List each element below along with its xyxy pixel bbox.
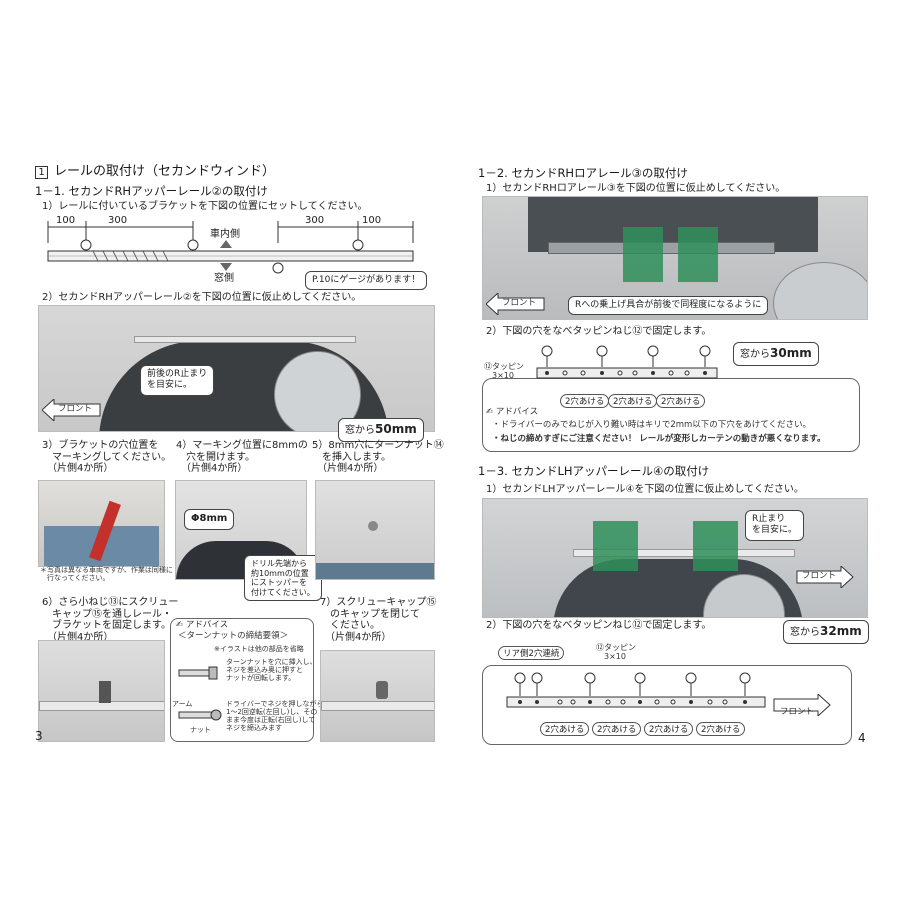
screw-hole-diagram-1 bbox=[536, 345, 718, 379]
dim-300-left: 300 bbox=[108, 215, 128, 226]
window-50mm-callout: 窓から50mm bbox=[338, 418, 424, 442]
section-number: 1 bbox=[35, 166, 48, 179]
rail-bracket-diagram bbox=[47, 221, 414, 274]
dim-100-left: 100 bbox=[56, 215, 76, 226]
arm-label: アーム bbox=[172, 700, 193, 708]
hole-label-2: 2穴あける bbox=[608, 394, 658, 408]
rear-two-hole-label: リア側2穴連続 bbox=[498, 646, 565, 660]
hole-label-5: 2穴あける bbox=[592, 722, 642, 736]
right-step-2-text: 2）下図の穴をなべタッピンねじ⑫で固定します。 bbox=[486, 326, 712, 337]
step-7-text: 7）スクリューキャップ⑮ のキャップを閉じて ください。 （片側4か所） bbox=[320, 597, 437, 643]
magnifier-circle bbox=[274, 351, 361, 431]
cap-photo bbox=[320, 650, 435, 742]
front-label: フロント bbox=[58, 404, 93, 414]
green-tape-2 bbox=[678, 227, 718, 282]
step-1-text: 1）レールに付いているブラケットを下図の位置にセットしてください。 bbox=[42, 201, 368, 212]
photo-note: ＊写真は異なる車両ですが、作業は同様に 行なってください。 bbox=[40, 566, 173, 583]
hole-label-1: 2穴あける bbox=[560, 394, 610, 408]
hole-label-4: 2穴あける bbox=[540, 722, 590, 736]
advice-title: ＜ターンナットの締結要領＞ bbox=[178, 631, 289, 641]
turnnut bbox=[368, 521, 378, 531]
front-arrow-right-2 bbox=[796, 566, 854, 588]
right-step-4-text: 2）下図の穴をなべタッピンねじ⑫で固定します。 bbox=[486, 620, 712, 631]
subsection-title: 1－1. セカンドRHアッパーレール②の取付け bbox=[35, 184, 268, 198]
drill-note: ドリル先端から 約10mmの位置 にストッパーを 付けてください。 bbox=[244, 555, 322, 602]
lh-upper-rail-photo bbox=[482, 498, 868, 618]
page-number-right: 4 bbox=[858, 731, 866, 745]
front-arrow-right-1 bbox=[486, 293, 545, 315]
phi8-callout: Φ8mm bbox=[184, 509, 235, 530]
tapping-label: ⑫タッピン 3×10 bbox=[484, 362, 524, 381]
car-inside-label: 車内側 bbox=[210, 229, 240, 240]
front-arrow-left bbox=[42, 399, 101, 421]
advice-text-1: ・ドライバーのみでねじが入り難い時はキリで2mm以下の下穴をあけてください。 bbox=[492, 420, 812, 430]
tapping-label-2: ⑫タッピン 3×10 bbox=[596, 643, 636, 662]
screw-hole-diagram-2 bbox=[506, 672, 766, 708]
subsection-title-3: 1－3. セカンドLHアッパーレール④の取付け bbox=[478, 464, 710, 478]
page-number-left: 3 bbox=[35, 729, 43, 743]
lower-rail-photo bbox=[482, 196, 868, 320]
right-step-3-text: 1）セカンドLHアッパーレール④を下図の位置に仮止めしてください。 bbox=[486, 484, 804, 495]
window-side-label: 窓側 bbox=[214, 273, 234, 284]
hole-label-6: 2穴あける bbox=[644, 722, 694, 736]
callout-r-stop-2: R止まり を目安に。 bbox=[745, 510, 805, 541]
step-2-text: 2）セカンドRHアッパーレール②を下図の位置に仮止めしてください。 bbox=[42, 292, 362, 303]
step-6-text: 6）さら小ねじ⑬にスクリュー キャップ⑮を通しレール・ ブラケットを固定します。… bbox=[42, 597, 179, 643]
advice-a-text: ターンナットを穴に挿入し、 ネジを差込み奥に押すと ナットが回転します。 bbox=[226, 658, 317, 683]
hole-label-7: 2穴あける bbox=[696, 722, 746, 736]
front-arrow-right-3 bbox=[773, 694, 831, 716]
gauge-note: P.10にゲージがあります！ bbox=[305, 271, 428, 291]
turnnut-illustration-icon bbox=[178, 666, 218, 680]
advice-box-left bbox=[170, 618, 314, 742]
dim-100-right: 100 bbox=[362, 215, 382, 226]
subsection-title-2: 1－2. セカンドRHロアレール③の取付け bbox=[478, 166, 688, 180]
right-step-1-text: 1）セカンドRHロアレール③を下図の位置に仮止めしてください。 bbox=[486, 183, 786, 194]
front-label-r3: フロント bbox=[780, 707, 815, 717]
window-30mm-callout: 窓から30mm bbox=[733, 342, 819, 366]
front-label-r1: フロント bbox=[502, 298, 537, 308]
advice-b-text: ドライバーでネジを押しながら 1～2回逆転(左回し)し、その まま今度は正転(右… bbox=[226, 700, 324, 733]
step-3-text: 3）ブラケットの穴位置を マーキングしてください。 （片側4か所） bbox=[42, 440, 172, 474]
turnnut-photo bbox=[315, 480, 435, 580]
front-label-r2: フロント bbox=[802, 571, 837, 581]
advice-text-2: ・ねじの締めすぎにご注意ください！ レールが変形しカーテンの動きが悪くなります。 bbox=[492, 434, 826, 444]
screw-photo bbox=[38, 640, 165, 742]
window-32mm-callout: 窓から32mm bbox=[783, 620, 869, 644]
marking-photo bbox=[38, 480, 165, 567]
hole-label-3: 2穴あける bbox=[656, 394, 706, 408]
advice-label-left: ✍ アドバイス bbox=[176, 620, 229, 630]
rail-in-photo bbox=[134, 336, 356, 343]
nut-label: ナット bbox=[190, 726, 211, 734]
driver-illustration-icon bbox=[178, 709, 222, 721]
step-4-text: 4）マーキング位置に8mmの 穴を開けます。 （片側4か所） bbox=[176, 440, 308, 474]
green-tape-1 bbox=[623, 227, 663, 282]
callout-r-alignment: Rへの乗上げ具合が前後で同程度になるように bbox=[568, 296, 769, 316]
advice-omit-note: ※イラストは他の部品を省略 bbox=[214, 645, 304, 653]
advice-label-right: ✍ アドバイス bbox=[486, 407, 539, 417]
callout-r-stop: 前後のR止まり を目安に。 bbox=[140, 365, 215, 396]
upper-rail-photo bbox=[38, 305, 435, 432]
dim-300-right: 300 bbox=[305, 215, 325, 226]
step-5-text: 5）8mm穴にターンナット⑭ を挿入します。 （片側4か所） bbox=[312, 440, 444, 474]
magnifier-circle-right bbox=[773, 262, 867, 319]
